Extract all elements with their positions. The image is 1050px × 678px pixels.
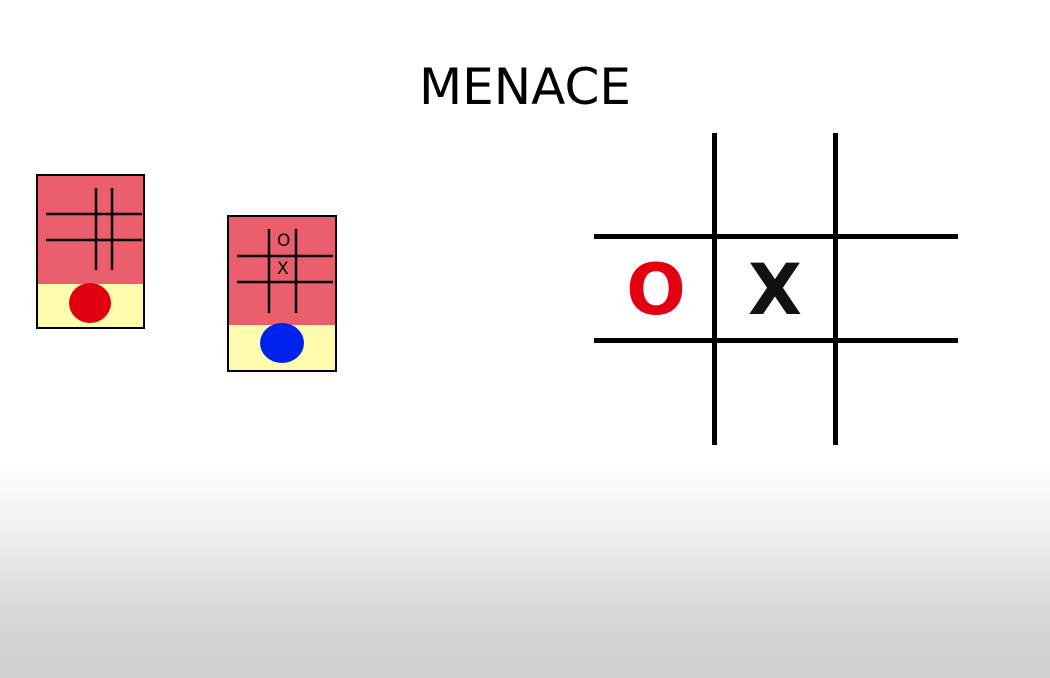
- matchbox-lid: O X: [229, 217, 335, 327]
- page-title: MENACE: [419, 58, 631, 116]
- board-cell-x-mark: X: [748, 249, 802, 331]
- mini-x-mark: X: [277, 259, 289, 279]
- board-cell-o-mark: O: [626, 249, 686, 331]
- board-vertical-line: [833, 133, 838, 445]
- matchbox-lid: [38, 176, 143, 286]
- blue-bead-icon: [260, 323, 304, 363]
- tic-tac-toe-board: O X: [594, 133, 958, 445]
- matchbox-empty-board: [36, 174, 145, 329]
- mini-board-grid: [237, 229, 333, 313]
- board-horizontal-line: [594, 234, 958, 239]
- board-horizontal-line: [594, 338, 958, 343]
- mini-o-mark: O: [277, 231, 291, 251]
- matchbox-ox-board: O X: [227, 215, 337, 372]
- red-bead-icon: [69, 283, 111, 323]
- board-vertical-line: [712, 133, 717, 445]
- mini-board-grid: [46, 188, 142, 270]
